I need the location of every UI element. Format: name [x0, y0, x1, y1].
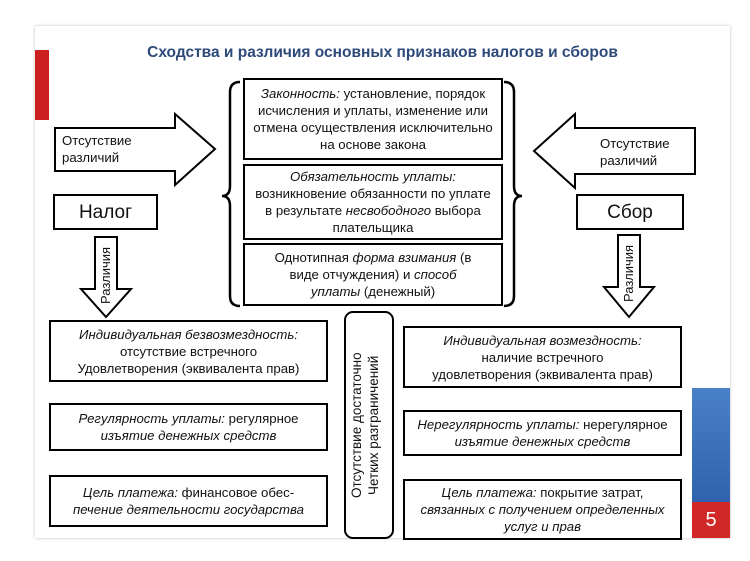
text-segment: Нерегулярность уплаты: — [417, 417, 580, 432]
text-segment: выбора — [431, 203, 481, 218]
text-segment: отсутствие встречного — [119, 343, 258, 359]
fee-feature-box: Индивидуальная возмездность:наличие встр… — [403, 326, 682, 388]
box-line: плательщика — [333, 219, 414, 236]
tax-feature-box: Цель платежа: финансовое обес-печение де… — [49, 475, 328, 527]
left-differences-arrow — [78, 236, 134, 319]
text-segment: Обязательность уплаты: — [290, 169, 456, 184]
left-differences-label: Различия — [98, 246, 113, 304]
text-segment: удовлетворения (эквивалента прав) — [432, 366, 653, 382]
text-segment: связанных с получением определенных — [420, 502, 665, 517]
fee-box: Сбор — [576, 194, 684, 230]
box-line: связанных с получением определенных — [421, 501, 665, 518]
text-segment: способ — [413, 267, 457, 282]
red-accent-bar — [35, 50, 49, 120]
right-no-diff-text: Отсутствие различий — [600, 136, 670, 168]
text-segment: Индивидуальная возмездность: — [443, 332, 642, 348]
box-line: Регулярность уплаты: регулярное — [78, 410, 298, 427]
text-segment: услуг и прав — [503, 519, 582, 534]
text-segment: наличие встречного — [481, 349, 604, 365]
box-line: удовлетворения (эквивалента прав) — [432, 366, 653, 383]
left-no-diff-text: Отсутствие различий — [62, 133, 132, 165]
text-segment: Регулярность уплаты: — [78, 411, 225, 426]
text-segment: уплаты — [310, 284, 361, 299]
text-segment: печение деятельности государства — [73, 502, 304, 517]
blue-accent-bar — [692, 388, 730, 502]
fee-feature-box: Цель платежа: покрытие затрат,связанных … — [403, 479, 682, 540]
text-segment: Законность: — [260, 86, 340, 101]
left-no-diff-arrow — [54, 111, 217, 188]
center-vertical-text: Отсутствие достаточно Четких разграничен… — [349, 352, 381, 498]
text-segment: виде отчуждения) и — [289, 267, 414, 282]
box-line: возникновение обязанности по уплате — [255, 185, 491, 202]
box-line: отмена осуществления исключительно — [253, 119, 493, 136]
text-segment: плательщика — [332, 220, 414, 235]
text-segment: Удовлетворения (эквивалента прав) — [77, 360, 300, 376]
text-segment: покрытие затрат, — [536, 485, 644, 500]
box-line: Индивидуальная безвозмездность: — [79, 326, 298, 343]
box-line: отсутствие встречного — [120, 343, 257, 360]
text-segment: (в — [456, 250, 472, 265]
box-line: печение деятельности государства — [73, 501, 304, 518]
box-line: на основе закона — [320, 136, 426, 153]
box-line: виде отчуждения) и способ — [289, 266, 456, 283]
text-segment: на основе закона — [320, 137, 426, 152]
text-segment: несвободного — [345, 203, 432, 218]
text-segment: возникновение обязанности по уплате — [255, 186, 491, 201]
text-segment: регулярное — [224, 411, 299, 426]
text-segment: Цель платежа: — [441, 485, 537, 500]
similarity-box: Обязательность уплаты: возникновение обяз… — [243, 164, 503, 240]
box-line: изъятие денежных средств — [455, 433, 631, 450]
box-line: в результате несвободного выбора — [265, 202, 481, 219]
left-brace — [221, 80, 241, 308]
text-segment: нерегулярное — [579, 417, 668, 432]
text-segment: изъятие денежных средств — [454, 434, 631, 449]
page-number-badge — [692, 502, 730, 538]
right-brace — [503, 80, 523, 308]
text-segment: финансовое обес- — [177, 485, 295, 500]
text-segment: (денежный) — [360, 284, 436, 299]
text-segment: установление, порядок — [339, 86, 486, 101]
box-line: Цель платежа: покрытие затрат, — [442, 484, 644, 501]
box-line: Однотипная форма взимания (в — [275, 249, 472, 266]
box-line: Нерегулярность уплаты: нерегулярное — [417, 416, 667, 433]
slide-title: Сходства и различия основных признаков н… — [147, 44, 618, 61]
box-line: исчисления и уплаты, изменение или — [258, 102, 488, 119]
box-line: Обязательность уплаты: — [290, 168, 456, 185]
box-line: уплаты (денежный) — [311, 283, 435, 300]
text-segment: изъятие денежных средств — [100, 428, 277, 443]
text-segment: исчисления и уплаты, изменение или — [258, 103, 488, 118]
box-line: Цель платежа: финансовое обес- — [83, 484, 294, 501]
text-segment: форма взимания — [352, 250, 457, 265]
text-segment: Цель платежа: — [82, 485, 178, 500]
text-segment: Однотипная — [274, 250, 353, 265]
page-number: 5 — [705, 508, 717, 531]
box-line: изъятие денежных средств — [101, 427, 277, 444]
text-segment: отмена осуществления исключительно — [253, 120, 493, 135]
text-segment: в результате — [265, 203, 346, 218]
right-differences-label: Различия — [621, 244, 636, 302]
box-line: наличие встречного — [482, 349, 604, 366]
tax-feature-box: Индивидуальная безвозмездность:отсутстви… — [49, 320, 328, 382]
text-segment: Индивидуальная безвозмездность: — [79, 326, 298, 342]
tax-box: Налог — [53, 194, 158, 230]
box-line: услуг и прав — [504, 518, 581, 535]
right-no-diff-arrow — [532, 111, 696, 191]
right-differences-arrow — [601, 234, 657, 319]
box-line: Индивидуальная возмездность: — [443, 332, 641, 349]
box-line: Удовлетворения (эквивалента прав) — [78, 360, 300, 377]
center-vertical-box — [344, 311, 394, 539]
box-line: Законность: установление, порядок — [261, 85, 485, 102]
